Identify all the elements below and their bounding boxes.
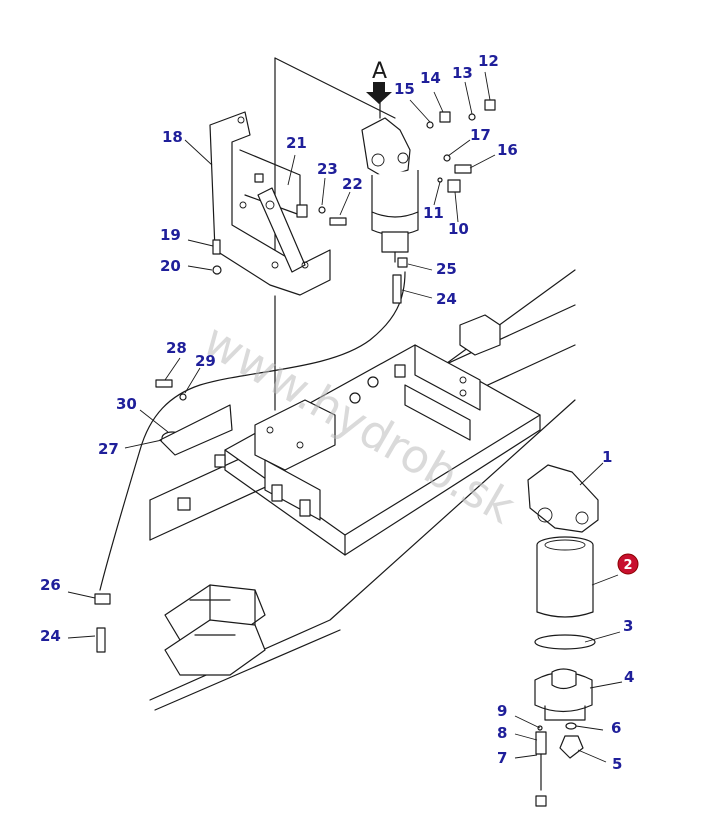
callout-2[interactable]: 2: [623, 558, 632, 573]
callouts: 1 2 3 4 5 6 7 8 9 10 11 12 13 14 15 16 1…: [40, 52, 639, 773]
callout-1[interactable]: 1: [602, 448, 612, 466]
callout-10[interactable]: 10: [448, 220, 469, 238]
bracket-18: [209, 57, 396, 411]
upper-filter-assembly: [99, 99, 419, 591]
callout-25[interactable]: 25: [436, 260, 457, 278]
callout-28[interactable]: 28: [166, 339, 187, 357]
callout-4[interactable]: 4: [624, 668, 634, 686]
callout-3[interactable]: 3: [623, 617, 633, 635]
leader-lines: [67, 71, 623, 763]
callout-20[interactable]: 20: [160, 257, 181, 275]
highlight-marker[interactable]: [617, 553, 639, 575]
callout-16[interactable]: 16: [497, 141, 518, 159]
callout-18[interactable]: 18: [162, 128, 183, 146]
callout-24-upper[interactable]: 24: [436, 290, 457, 308]
callout-15[interactable]: 15: [394, 80, 415, 98]
callout-13[interactable]: 13: [452, 64, 473, 82]
callout-21[interactable]: 21: [286, 134, 307, 152]
callout-30[interactable]: 30: [116, 395, 137, 413]
callout-17[interactable]: 17: [470, 126, 491, 144]
mounting-plate: [177, 314, 541, 556]
view-label: A: [372, 59, 387, 84]
callout-23[interactable]: 23: [317, 160, 338, 178]
callout-9[interactable]: 9: [497, 702, 507, 720]
view-arrow: [366, 82, 392, 104]
callout-22[interactable]: 22: [342, 175, 363, 193]
callout-6[interactable]: 6: [611, 719, 621, 737]
callout-14[interactable]: 14: [420, 69, 441, 87]
callout-29[interactable]: 29: [195, 352, 216, 370]
hardware: [94, 99, 496, 653]
lower-filter-exploded: [527, 464, 599, 807]
callout-26[interactable]: 26: [40, 576, 61, 594]
callout-11[interactable]: 11: [423, 204, 444, 222]
callout-27[interactable]: 27: [98, 440, 119, 458]
callout-19[interactable]: 19: [160, 226, 181, 244]
chassis-frame: [149, 269, 576, 711]
callout-5[interactable]: 5: [612, 755, 622, 773]
callout-24-lower[interactable]: 24: [40, 627, 61, 645]
callout-7[interactable]: 7: [497, 749, 507, 767]
callout-8[interactable]: 8: [497, 724, 507, 742]
callout-12[interactable]: 12: [478, 52, 499, 70]
